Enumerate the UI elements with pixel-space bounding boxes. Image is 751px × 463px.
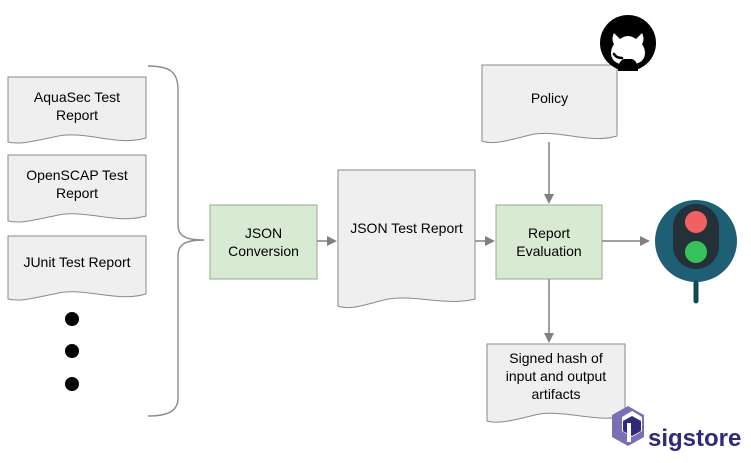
signed-hash-label-line-1: Signed hash of <box>509 350 603 366</box>
openscap-test-report-node: OpenSCAP Test Report <box>7 154 147 223</box>
aquasec-test-report-label-line-2: Report <box>56 107 98 123</box>
json-conversion-label-line-2: Conversion <box>228 243 299 259</box>
json-conversion-label-line-1: JSON <box>245 225 282 241</box>
ellipsis-dot-3 <box>65 377 79 391</box>
signed-hash-label-line-3: artifacts <box>531 386 580 402</box>
json-test-report-node: JSON Test Report <box>337 169 476 309</box>
input-group-bracket <box>147 65 205 417</box>
signed-hash-node: Signed hash of input and output artifact… <box>486 343 626 423</box>
report-evaluation-label-line-1: Report <box>528 225 570 241</box>
traffic-light-icon <box>655 200 737 304</box>
json-conversion-node: JSON Conversion <box>209 204 318 280</box>
policy-label: Policy <box>531 90 568 106</box>
junit-test-report-node: JUnit Test Report <box>7 235 147 301</box>
json-test-report-label: JSON Test Report <box>350 220 463 236</box>
openscap-test-report-label-line-2: Report <box>56 185 98 201</box>
sigstore-logo: sigstore <box>612 406 741 452</box>
policy-node: Policy <box>481 64 618 144</box>
sigstore-logo-icon <box>612 406 644 446</box>
signed-hash-label-line-2: input and output <box>506 368 607 384</box>
ellipsis-dot-1 <box>65 312 79 326</box>
sigstore-wordmark: sigstore <box>648 425 741 452</box>
aquasec-test-report-label-line-1: AquaSec Test <box>34 89 120 105</box>
ellipsis-dot-2 <box>65 344 79 358</box>
report-evaluation-node: Report Evaluation <box>495 204 603 280</box>
github-icon <box>600 15 656 71</box>
junit-test-report-label: JUnit Test Report <box>23 254 130 270</box>
report-evaluation-label-line-2: Evaluation <box>516 243 581 259</box>
aquasec-test-report-node: AquaSec Test Report <box>7 76 147 144</box>
openscap-test-report-label-line-1: OpenSCAP Test <box>26 167 128 183</box>
